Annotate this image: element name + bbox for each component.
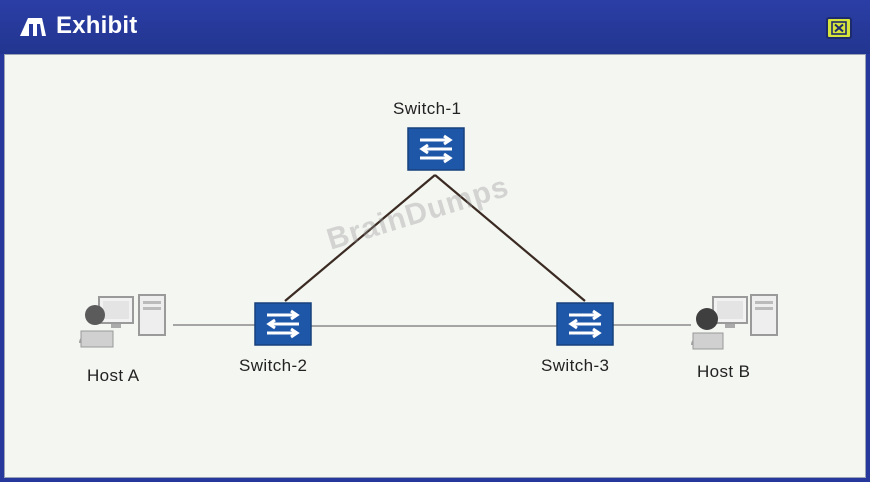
switch-3-icon[interactable] bbox=[556, 302, 614, 346]
exhibit-content: BrainDumps Switch-1 Switch-2 Switch-3 Ho… bbox=[4, 54, 866, 478]
switch-2-label: Switch-2 bbox=[239, 356, 308, 375]
link-switch1-switch2 bbox=[284, 174, 436, 302]
switch-1-icon[interactable] bbox=[407, 127, 465, 171]
exhibit-icon bbox=[20, 18, 46, 36]
window-title: Exhibit bbox=[56, 12, 138, 39]
host-b-icon[interactable] bbox=[691, 294, 778, 350]
link-switch1-switch3 bbox=[434, 174, 586, 302]
close-button[interactable] bbox=[826, 17, 852, 39]
switch-1-label: Switch-1 bbox=[393, 99, 462, 118]
host-b-label: Host B bbox=[697, 362, 751, 381]
titlebar: Exhibit bbox=[0, 0, 870, 54]
switch-2-icon[interactable] bbox=[254, 302, 312, 346]
host-a-label: Host A bbox=[87, 366, 140, 385]
network-diagram bbox=[79, 127, 778, 350]
host-a-icon[interactable] bbox=[79, 294, 166, 348]
close-icon bbox=[831, 21, 847, 35]
switch-3-label: Switch-3 bbox=[541, 356, 610, 375]
